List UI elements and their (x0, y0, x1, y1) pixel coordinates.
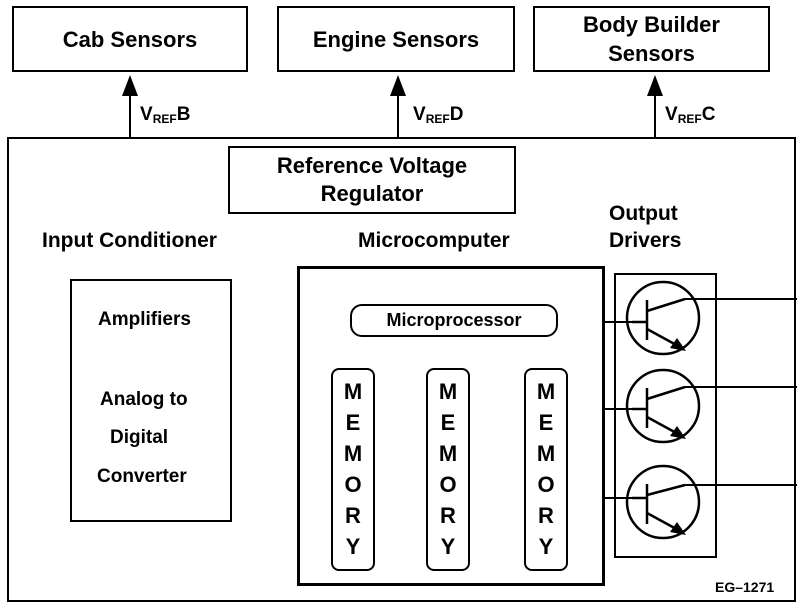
output-drivers-box (614, 273, 717, 558)
cab-sensors-box: Cab Sensors (12, 6, 248, 72)
cab-sensors-label: Cab Sensors (62, 26, 198, 52)
engine-sensors-box: Engine Sensors (277, 6, 515, 72)
vref-d-label: VREFD (413, 104, 464, 126)
adc-label-line3: Converter (97, 466, 187, 487)
body-builder-sensors-box: Body Builder Sensors (533, 6, 770, 72)
input-conditioner-title: Input Conditioner (42, 229, 217, 252)
regulator-label-line1: Reference Voltage (276, 153, 468, 178)
figure-id: EG–1271 (715, 579, 775, 595)
microprocessor-label: Microprocessor (386, 310, 522, 330)
output-drivers-title-line1: Output (609, 202, 678, 225)
driver-output-lines (685, 298, 797, 486)
vref-c-label: VREFC (665, 104, 716, 126)
microcomputer-title: Microcomputer (358, 229, 510, 252)
output-drivers-title: Output Drivers (609, 200, 681, 254)
vref-d-arrow (390, 75, 406, 137)
vref-b-label: VREFB (140, 104, 191, 126)
input-conditioner-box (70, 279, 232, 522)
body-builder-sensors-label-line2: Sensors (608, 41, 695, 66)
engine-sensors-label: Engine Sensors (312, 26, 480, 52)
adc-label-line2: Digital (110, 427, 169, 448)
transistor-1-icon (625, 280, 701, 356)
amplifiers-label: Amplifiers (98, 309, 191, 330)
output-drivers-title-line2: Drivers (609, 229, 682, 252)
vref-c-arrow (647, 75, 663, 137)
body-builder-sensors-label-line1: Body Builder (583, 12, 720, 37)
transistor-3-icon (625, 464, 701, 540)
vref-b-arrow (122, 75, 138, 137)
adc-label-line1: Analog to (100, 389, 188, 410)
reference-voltage-regulator-box: Reference Voltage Regulator (228, 146, 516, 214)
microprocessor-chip: Microprocessor (350, 304, 558, 337)
regulator-label-line2: Regulator (320, 181, 424, 206)
transistor-2-icon (625, 368, 701, 444)
